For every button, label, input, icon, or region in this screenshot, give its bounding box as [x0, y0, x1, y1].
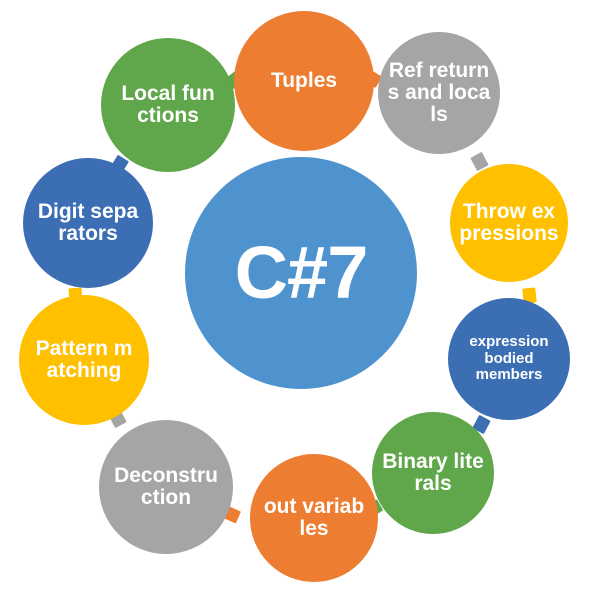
- center-node-cs7[interactable]: C#7: [185, 157, 417, 389]
- node-label-throw-expressions: Throw expressions: [459, 200, 559, 245]
- node-label-local-functions: Local functions: [121, 82, 215, 127]
- node-pattern-matching[interactable]: Pattern matching: [19, 295, 149, 425]
- center-node-label: C#7: [234, 231, 369, 314]
- node-expression-bodied[interactable]: expression bodied members: [448, 298, 570, 420]
- node-label-digit-separators: Digit separators: [37, 200, 139, 245]
- node-binary-literals[interactable]: Binary literals: [372, 412, 494, 534]
- node-throw-expressions[interactable]: Throw expressions: [450, 164, 568, 282]
- node-label-deconstruction: Deconstruction: [114, 464, 218, 509]
- node-label-ref-returns: Ref returns and locals: [387, 59, 491, 126]
- node-label-binary-literals: Binary literals: [382, 450, 484, 495]
- node-tuples[interactable]: Tuples: [234, 11, 374, 151]
- node-deconstruction[interactable]: Deconstruction: [99, 420, 233, 554]
- node-label-pattern-matching: Pattern matching: [35, 337, 133, 382]
- node-ref-returns[interactable]: Ref returns and locals: [378, 32, 500, 154]
- node-digit-separators[interactable]: Digit separators: [23, 158, 153, 288]
- node-label-out-variables: out variables: [263, 495, 365, 540]
- node-out-variables[interactable]: out variables: [250, 454, 378, 582]
- node-label-expression-bodied: expression bodied members: [469, 332, 549, 384]
- node-local-functions[interactable]: Local functions: [101, 38, 235, 172]
- node-label-tuples: Tuples: [270, 69, 338, 93]
